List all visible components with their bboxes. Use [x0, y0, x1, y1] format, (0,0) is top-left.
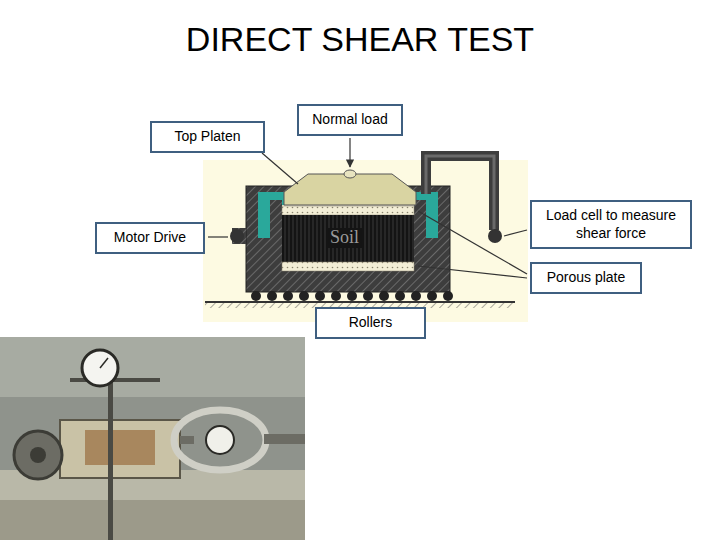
apparatus-photo [0, 337, 305, 540]
callout-box: Porous plate [530, 262, 642, 294]
illustration-ground [203, 160, 528, 322]
rollers [251, 291, 453, 301]
load-cell-arm [426, 156, 494, 230]
callout-text: Load cell to measure shear force [538, 207, 684, 242]
top-platen [284, 174, 416, 205]
callout-text: Porous plate [538, 269, 634, 287]
slide-title: DIRECT SHEAR TEST [0, 20, 720, 59]
soil-sample [282, 215, 414, 262]
load-cell-arm [426, 156, 494, 230]
porous-plate [282, 206, 414, 215]
motor-drive-pin [230, 229, 244, 243]
callout-text: Normal load [305, 111, 395, 129]
box-wall [414, 200, 426, 240]
callout-box: Motor Drive [95, 222, 205, 254]
box-wall [270, 200, 282, 240]
leader-lines [208, 138, 527, 278]
callout-text: Rollers [323, 314, 418, 332]
load-knob [344, 170, 356, 178]
callout-box: Normal load [297, 104, 403, 136]
callout-box: Top Platen [150, 121, 265, 153]
porous-plate [282, 262, 414, 271]
callout-text: Top Platen [158, 128, 257, 146]
soil-label: Soil [327, 228, 362, 248]
callout-box: Load cell to measure shear force [530, 200, 692, 249]
callout-box: Rollers [315, 307, 426, 339]
ground-line [205, 301, 515, 303]
load-cell-pin [488, 229, 502, 243]
callout-text: Motor Drive [103, 229, 197, 247]
cavity [282, 205, 414, 271]
